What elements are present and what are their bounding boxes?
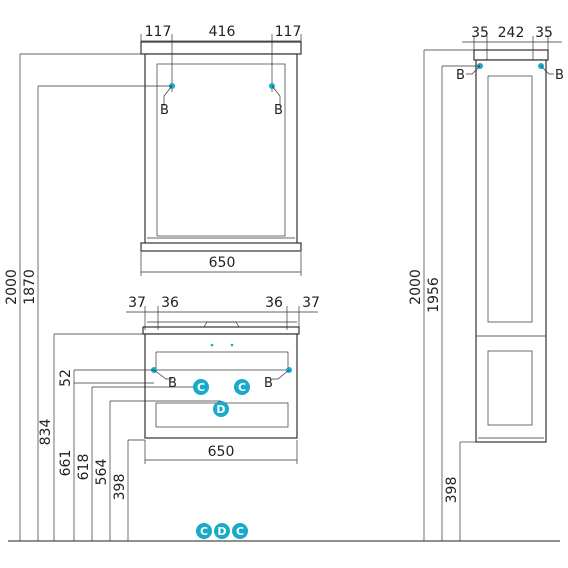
- mirror-dim-top-mid: 416: [209, 24, 236, 40]
- mirror-dim-top-left: 117: [145, 24, 172, 40]
- right-height-dimensions: 2000 1956 398: [408, 49, 480, 541]
- vanity-dim-52: 52: [58, 369, 74, 387]
- column-dim-top-left: 35: [471, 25, 489, 41]
- mount-point-label: B: [168, 376, 177, 391]
- height-398-right: 398: [444, 477, 460, 504]
- marker-d: [213, 401, 229, 417]
- column-upper-door: [487, 75, 533, 323]
- height-398-left: 398: [112, 474, 128, 501]
- vanity-body: [144, 333, 298, 439]
- marker-c-label: C: [238, 381, 246, 394]
- marker-d-label: D: [216, 403, 225, 416]
- floor-marker-label: C: [200, 525, 208, 538]
- mirror-dim-width: 650: [209, 255, 236, 271]
- floor-marker-c: [196, 523, 212, 539]
- marker-c: [234, 379, 250, 395]
- floor-marker-label: C: [236, 525, 244, 538]
- column-dim-top-mid: 242: [498, 25, 525, 41]
- vanity-dim-top-1: 37: [128, 295, 146, 311]
- column-dim-top-right: 35: [535, 25, 553, 41]
- mount-point-label: B: [456, 68, 465, 83]
- height-1870: 1870: [22, 269, 38, 305]
- mirror-frame: [144, 53, 298, 251]
- mount-point-label: B: [555, 68, 564, 83]
- vanity-dim-width: 650: [208, 444, 235, 460]
- marker-c: [193, 379, 209, 395]
- height-1956: 1956: [426, 277, 442, 313]
- mount-point-label: B: [160, 103, 169, 118]
- mirror-glass: [156, 63, 286, 237]
- mirror-dim-top-right: 117: [275, 24, 302, 40]
- left-height-dimensions: 2000 1870 834 661 618 564 398: [4, 53, 221, 541]
- floor-markers: C D C: [196, 523, 248, 539]
- tall-column: 35 242 35 B B: [456, 25, 564, 443]
- floor-marker-d: [214, 523, 230, 539]
- vanity-countertop: [142, 326, 300, 335]
- mount-point-label: B: [264, 376, 273, 391]
- vanity-dim-top-2: 36: [161, 295, 179, 311]
- vanity-dim-top-4: 37: [302, 295, 320, 311]
- height-661: 661: [58, 450, 74, 477]
- height-2000-right: 2000: [408, 269, 424, 305]
- mirror-cornice: [140, 41, 302, 55]
- floor-marker-label: D: [217, 525, 226, 538]
- column-cornice: [473, 49, 549, 61]
- column-lower-door: [487, 350, 533, 426]
- height-834: 834: [38, 419, 54, 446]
- mount-point-label: B: [274, 103, 283, 118]
- height-564: 564: [94, 459, 110, 486]
- vanity-unit: 37 36 36 37 B B C C D 52 650: [58, 295, 320, 464]
- marker-c-label: C: [197, 381, 205, 394]
- mirror-cabinet: 117 416 117 B B 650: [140, 24, 302, 276]
- height-618: 618: [76, 454, 92, 481]
- mirror-plinth: [140, 242, 302, 252]
- vanity-basin: [203, 321, 240, 328]
- floor-marker-c: [232, 523, 248, 539]
- height-2000-left: 2000: [4, 269, 20, 305]
- vanity-dim-top-3: 36: [265, 295, 283, 311]
- vanity-top-drawer: [155, 351, 289, 371]
- column-body: [475, 59, 547, 443]
